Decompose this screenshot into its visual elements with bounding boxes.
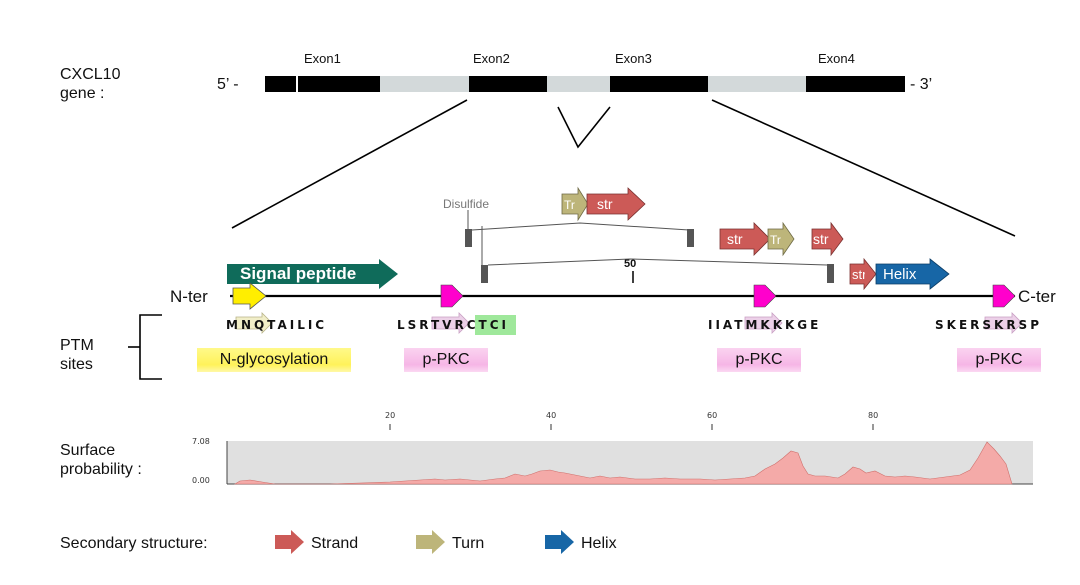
splice-v (557, 106, 611, 149)
exon2-block (469, 76, 547, 92)
ptm-label: PTM sites (60, 336, 94, 374)
strand-label: str (852, 267, 865, 282)
ptm-sequence: MNQTAILIC (226, 318, 328, 332)
zoom-line-left (231, 99, 468, 229)
motif-arrow-icon (984, 312, 1023, 334)
gene-label-line2: gene : (60, 85, 105, 102)
strand-arrow-icon (811, 221, 844, 257)
n-glycosylation-badge: N-glycosylation (197, 348, 351, 372)
ptm-label-line2: sites (60, 356, 93, 373)
zoom-line-right (711, 99, 1016, 237)
surface-plot (226, 424, 1033, 485)
p-pkc-badge: p-PKC (717, 348, 801, 372)
exon4-label: Exon4 (818, 51, 855, 66)
position-50-label: 50 (624, 258, 637, 270)
gene-label: CXCL10 gene : (60, 65, 120, 103)
signal-peptide-label: Signal peptide (240, 264, 357, 283)
strand-arrow-icon (719, 222, 771, 256)
helix-arrow-icon (875, 258, 950, 290)
surface-label-line2: probability : (60, 461, 142, 478)
legend-turn-label: Turn (452, 535, 485, 552)
site-marker-icon (753, 284, 777, 308)
surface-ymin-label: 0.00 (192, 476, 210, 485)
exon1-label: Exon1 (304, 51, 341, 66)
surface-ymax-label: 7.08 (192, 437, 210, 446)
turn-label: Tr (770, 233, 781, 247)
ptm-bracket (139, 314, 162, 380)
intron-segment (265, 76, 905, 92)
legend-strand-icon (275, 530, 304, 554)
legend-title: Secondary structure: (60, 535, 208, 552)
exon2-label: Exon2 (473, 51, 510, 66)
ptm-sequence: SKERSKRSP (935, 318, 1042, 332)
cys-marker (465, 229, 472, 247)
p-pkc-badge: p-PKC (404, 348, 488, 372)
ptm-sequence: LSRTVRCTCI (397, 318, 509, 332)
exon1-block (265, 76, 380, 92)
signal-peptide-arrow (227, 259, 398, 289)
turn-arrow-icon (767, 221, 795, 257)
legend-strand-label: Strand (311, 535, 359, 552)
x-tick-label: 20 (385, 411, 396, 420)
start-marker-icon (232, 282, 267, 310)
three-prime-end: - 3’ (910, 76, 933, 93)
cysteine-highlight (475, 315, 516, 335)
p-pkc-badge: p-PKC (957, 348, 1041, 372)
legend-helix-label: Helix (581, 535, 617, 552)
turn-arrow-icon (561, 186, 589, 222)
disulfide-bond-2 (487, 258, 828, 266)
motif-arrow-icon (744, 312, 783, 334)
strand-label: str (813, 231, 829, 247)
helix-label: Helix (883, 266, 917, 283)
strand-label: str (727, 231, 743, 247)
strand-label: str (597, 196, 613, 212)
x-tick-label: 40 (546, 411, 557, 420)
ptm-sequence: IIATMKKKGE (708, 318, 822, 332)
legend-turn-icon (416, 530, 445, 554)
legend-helix-icon (545, 530, 574, 554)
site-marker-icon (440, 284, 464, 308)
gene-label-line1: CXCL10 (60, 66, 121, 83)
n-terminus-label: N-ter (170, 287, 208, 306)
motif-arrow-icon (235, 312, 273, 334)
disulfide-bond-1 (471, 222, 690, 231)
surface-label: Surface probability : (60, 441, 142, 479)
turn-label: Tr (564, 198, 575, 212)
exon3-block (610, 76, 708, 92)
cys-marker (827, 264, 834, 283)
site-marker-icon (992, 284, 1016, 308)
strand-arrow-icon (849, 257, 877, 291)
ptm-label-line1: PTM (60, 337, 94, 354)
c-terminus-label: C-ter (1018, 287, 1056, 306)
surface-label-line1: Surface (60, 442, 116, 459)
exon3-label: Exon3 (615, 51, 652, 66)
gene-structure (265, 76, 905, 92)
cys-marker (481, 265, 488, 283)
disulfide-bonds (465, 210, 834, 283)
motif-arrow-icon (431, 312, 470, 334)
x-tick-label: 80 (868, 411, 879, 420)
disulfide-label: Disulfide (443, 197, 490, 211)
cys-marker (687, 229, 694, 247)
exon4-block (806, 76, 905, 92)
surface-probability-area (233, 441, 1013, 485)
strand-arrow-icon (586, 187, 646, 221)
x-tick-label: 60 (707, 411, 718, 420)
five-prime-end: 5’ - (217, 76, 239, 93)
